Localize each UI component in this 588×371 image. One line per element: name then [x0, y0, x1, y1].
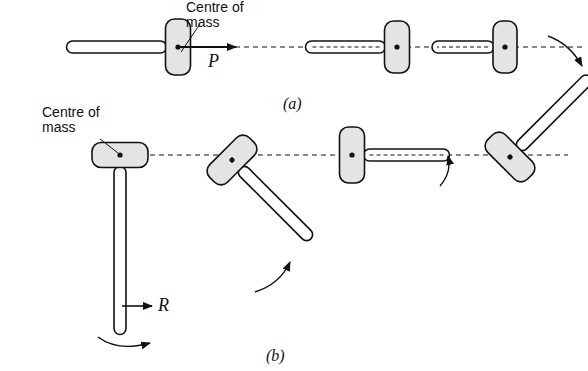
centre-of-mass-dot [175, 44, 180, 49]
hammer [306, 21, 410, 73]
hammer-head [385, 21, 410, 73]
hammer-handle [364, 149, 450, 161]
hammer [67, 19, 191, 75]
hammer-handle [114, 167, 126, 335]
hammer [340, 127, 450, 183]
centre-of-mass-label: Centre of mass [186, 0, 248, 29]
centre-of-mass-dot [228, 156, 235, 163]
rotation-arrow [255, 262, 290, 292]
centre-of-mass-dot [349, 152, 354, 157]
handle-dash [437, 47, 488, 48]
rotation-arrow [98, 337, 150, 346]
hammer-head [493, 21, 517, 73]
hammer-handle [432, 41, 494, 53]
force-label: P [208, 52, 219, 71]
leader-line [100, 139, 118, 153]
handle-dash [311, 47, 380, 48]
rotation-arrow [548, 36, 582, 66]
figure-label: (a) [283, 96, 302, 113]
hammer-head [340, 127, 365, 183]
hammer-handle [514, 73, 588, 154]
hammer-head [481, 128, 538, 185]
rotation-arrow [440, 156, 449, 186]
force-label: R [158, 296, 169, 315]
force-arrow [180, 46, 236, 48]
figure-label: (b) [266, 348, 285, 365]
centre-of-mass-dot [394, 44, 399, 49]
hammer-handle [236, 164, 315, 243]
hammer-handle [306, 41, 386, 53]
centre-of-mass-dot [506, 153, 513, 160]
hammer [432, 21, 517, 73]
centre-of-mass-label: Centre of mass [42, 105, 104, 134]
handle-dash [370, 155, 445, 156]
hammer-head [203, 131, 260, 188]
force-arrow [122, 305, 152, 307]
centre-of-mass-dot [502, 44, 507, 49]
hammer-handle [67, 41, 167, 53]
hammer-head [92, 143, 148, 168]
hammer [481, 57, 588, 186]
centre-of-mass-dot [117, 152, 122, 157]
hammer [203, 131, 330, 258]
